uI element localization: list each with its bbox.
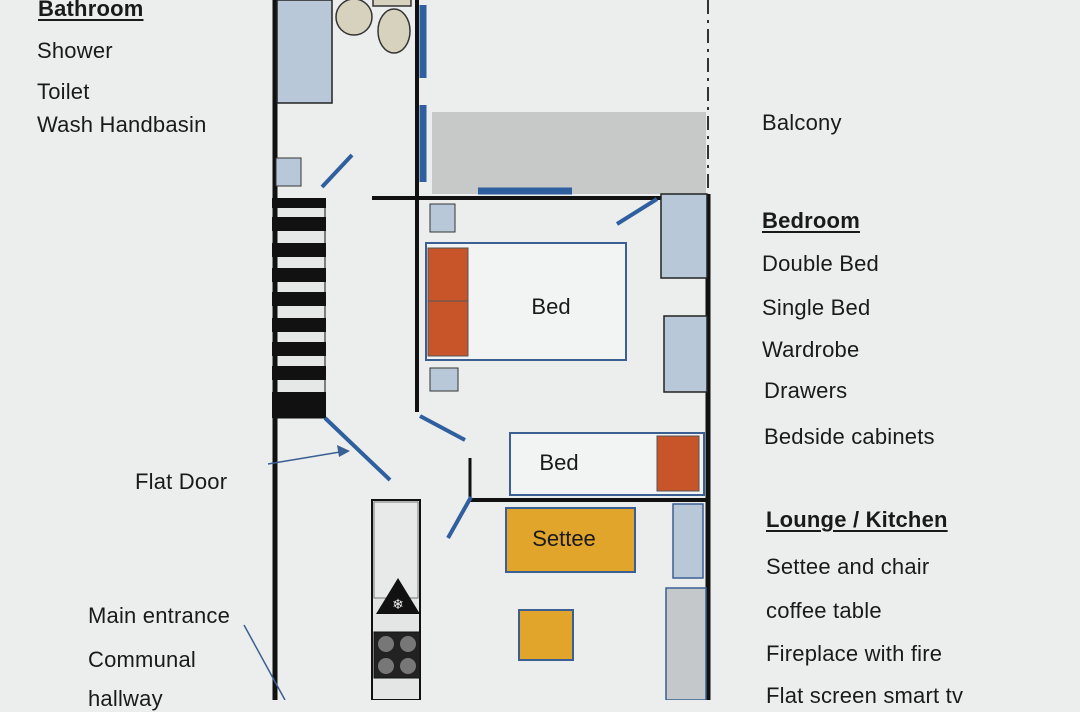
fireplace-tv-unit (665, 587, 707, 700)
single-bed-pillow (656, 435, 700, 492)
lounge-door (446, 496, 473, 539)
bedroom-item-bedside-cabinets: Bedside cabinets (764, 424, 935, 449)
bedroom-item-drawers: Drawers (764, 378, 848, 403)
lounge-item-settee: Settee and chair (766, 554, 930, 579)
settee (505, 507, 636, 573)
single-bed-label: Bed (539, 450, 578, 475)
bedside-cabinet-bottom (429, 367, 459, 392)
fridge-freezer-icon (376, 578, 420, 614)
bedside-cabinet-top (429, 203, 456, 233)
shower-tray (276, 0, 333, 104)
toilet (377, 8, 411, 54)
flat-door-arrowhead (337, 445, 350, 457)
bathroom-item-handbasin: Wash Handbasin (37, 112, 207, 137)
main-entrance-label: Main entrance (88, 603, 231, 628)
bedroom-heading: Bedroom (762, 208, 860, 233)
coffee-table (518, 609, 574, 661)
bathroom-door (320, 153, 354, 189)
bathroom-item-shower: Shower (37, 38, 113, 63)
bedroom-item-double-bed: Double Bed (762, 251, 879, 276)
main-entrance-arrow (243, 624, 286, 700)
handbasin (335, 0, 373, 36)
wardrobe (660, 193, 708, 279)
flat-door-label: Flat Door (135, 469, 228, 494)
lounge-item-fireplace: Fireplace with fire (766, 641, 943, 666)
communal-label: Communal (88, 647, 196, 672)
balcony-area (432, 112, 706, 194)
bathroom-heading: Bathroom (38, 0, 144, 21)
bedroom-item-wardrobe: Wardrobe (762, 337, 860, 362)
bathroom-item-toilet: Toilet (37, 79, 90, 104)
bedroom-door (419, 414, 466, 442)
toilet-cistern (372, 0, 412, 7)
bedroom-item-single-bed: Single Bed (762, 295, 871, 320)
lounge-cabinet (672, 503, 704, 579)
lounge-item-coffee-table: coffee table (766, 598, 882, 623)
lounge-heading: Lounge / Kitchen (766, 507, 948, 532)
double-bed-pillows (427, 247, 469, 357)
snowflake-icon: ❄ (392, 596, 404, 612)
stair-treads (272, 198, 326, 418)
double-bed-label: Bed (531, 294, 570, 319)
settee-label: Settee (532, 526, 596, 551)
bathroom-cabinet (275, 157, 302, 187)
hob-burners (378, 636, 416, 674)
balcony-label: Balcony (762, 110, 842, 135)
flat-door-arrow (267, 451, 341, 465)
bedroom-inner-door (615, 197, 659, 226)
drawers (663, 315, 708, 393)
staircase (276, 199, 326, 419)
flat-door (323, 416, 392, 482)
